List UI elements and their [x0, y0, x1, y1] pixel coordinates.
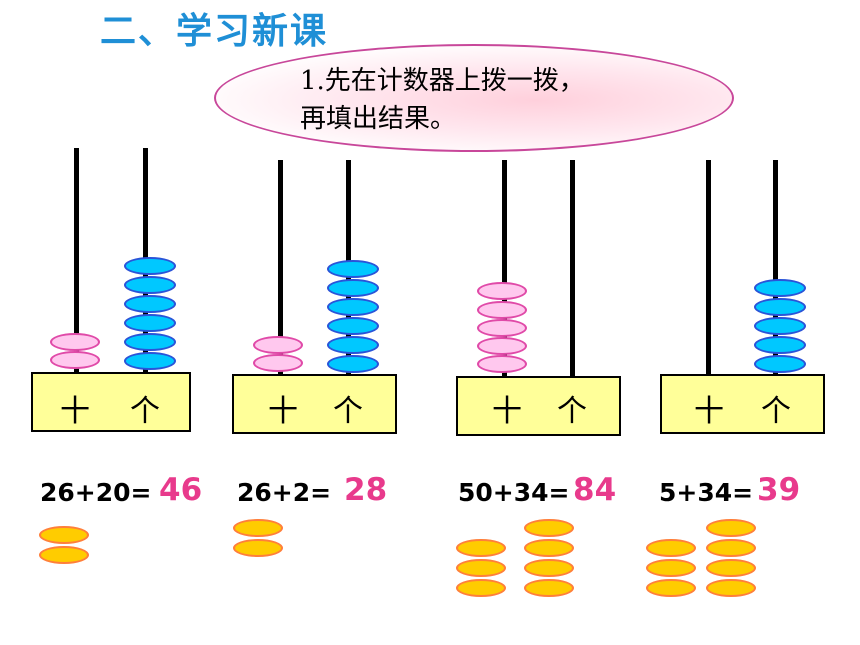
abacus-4-ones-rod: [773, 160, 778, 377]
counter-chip: [706, 539, 756, 557]
counter-chip: [39, 546, 89, 564]
counter-chip: [456, 579, 506, 597]
abacus-2-tens-rod: [278, 160, 283, 375]
ones-bead: [754, 355, 806, 373]
slide-title: 二、学习新课: [100, 11, 329, 52]
ones-bead: [327, 260, 379, 278]
problem-2-expression: 26+2=: [237, 478, 332, 507]
tens-bead: [253, 354, 303, 372]
tens-bead: [477, 301, 527, 319]
instruction-line-2: 再填出结果。: [300, 104, 457, 134]
abacus-3-ones-label: 个: [557, 394, 587, 429]
tens-bead: [253, 336, 303, 354]
abacus-4-tens-rod: [706, 160, 711, 377]
tens-bead: [50, 351, 100, 369]
ones-bead: [124, 257, 176, 275]
tens-bead: [477, 355, 527, 373]
counter-chip: [524, 579, 574, 597]
instruction-bubble: [214, 44, 734, 152]
abacus-4-ones-label: 个: [761, 394, 791, 429]
ones-bead: [327, 336, 379, 354]
ones-bead: [327, 355, 379, 373]
abacus-3-base: [456, 376, 621, 436]
abacus-3-tens-label: 十: [492, 394, 522, 429]
abacus-1-tens-rod: [74, 148, 79, 374]
ones-bead: [754, 298, 806, 316]
problem-3-expression: 50+34=: [458, 478, 570, 507]
abacus-2-ones-label: 个: [333, 394, 363, 429]
problem-4-expression: 5+34=: [659, 478, 754, 507]
instruction-line-1: 1.先在计数器上拨一拨，: [300, 66, 585, 96]
problem-1-answer: 46: [159, 472, 203, 508]
counter-chip: [233, 539, 283, 557]
counter-chip: [233, 519, 283, 537]
instruction-text: 1.先在计数器上拨一拨， 再填出结果。: [300, 62, 700, 138]
counter-chip: [524, 519, 574, 537]
abacus-1-ones-label: 个: [130, 394, 160, 429]
abacus-3-ones-rod: [570, 160, 575, 377]
counter-chip: [39, 526, 89, 544]
abacus-2-tens-label: 十: [268, 394, 298, 429]
ones-bead: [754, 336, 806, 354]
problem-3-answer: 84: [573, 472, 617, 508]
abacus-2-base: [232, 374, 397, 434]
counter-chip: [706, 579, 756, 597]
tens-bead: [477, 282, 527, 300]
problem-2-answer: 28: [344, 472, 388, 508]
abacus-4-base: [660, 374, 825, 434]
ones-bead: [124, 333, 176, 351]
counter-chip: [646, 579, 696, 597]
ones-bead: [327, 279, 379, 297]
ones-bead: [124, 276, 176, 294]
counter-chip: [456, 539, 506, 557]
tens-bead: [50, 333, 100, 351]
abacus-4-tens-label: 十: [694, 394, 724, 429]
counter-chip: [706, 519, 756, 537]
problem-1-expression: 26+20=: [40, 478, 152, 507]
ones-bead: [124, 295, 176, 313]
abacus-3-tens-rod: [502, 160, 507, 377]
counter-chip: [456, 559, 506, 577]
counter-chip: [646, 539, 696, 557]
tens-bead: [477, 319, 527, 337]
abacus-1-base: [31, 372, 191, 432]
ones-bead: [124, 352, 176, 370]
ones-bead: [327, 317, 379, 335]
tens-bead: [477, 337, 527, 355]
counter-chip: [524, 559, 574, 577]
counter-chip: [646, 559, 696, 577]
counter-chip: [706, 559, 756, 577]
ones-bead: [754, 317, 806, 335]
ones-bead: [124, 314, 176, 332]
ones-bead: [754, 279, 806, 297]
problem-4-answer: 39: [757, 472, 801, 508]
ones-bead: [327, 298, 379, 316]
abacus-1-tens-label: 十: [60, 394, 90, 429]
counter-chip: [524, 539, 574, 557]
